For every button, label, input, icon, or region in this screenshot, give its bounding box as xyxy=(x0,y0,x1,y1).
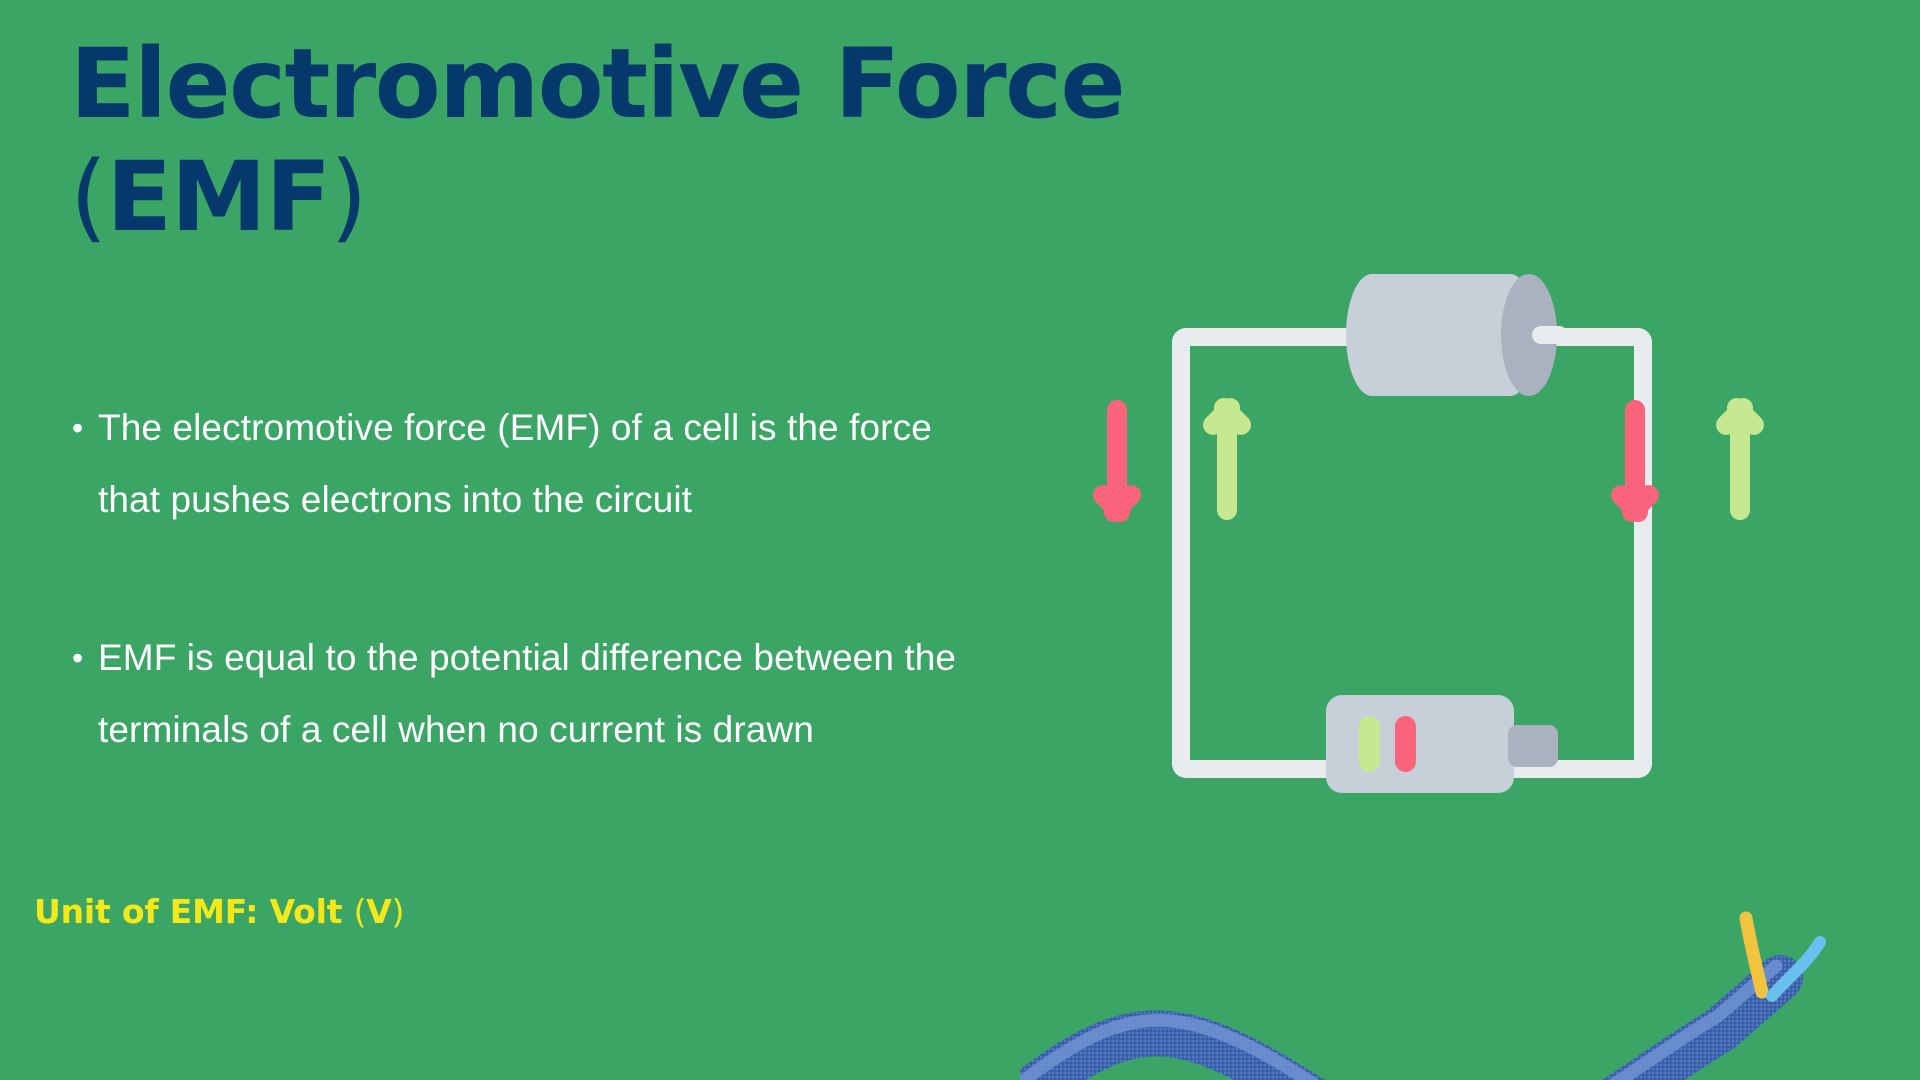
bullet-text: The electromotive force (EMF) of a cell … xyxy=(98,407,932,520)
cable-strand-yellow xyxy=(1739,911,1769,999)
unit-note-close-paren: ) xyxy=(391,892,405,931)
arrow-head xyxy=(1195,393,1259,446)
bullet-marker-icon: • xyxy=(72,640,84,676)
bullet-marker-icon: • xyxy=(72,410,84,446)
arrow-down-icon xyxy=(1085,400,1149,527)
circuit-diagram xyxy=(1088,240,1800,840)
cable-sheath xyxy=(1020,955,1803,1080)
arrow-down-icon xyxy=(1603,400,1667,527)
title-open-paren: ( xyxy=(70,141,107,254)
list-item: • The electromotive force (EMF) of a cel… xyxy=(70,392,1000,536)
resistor-lead xyxy=(1532,326,1568,344)
battery-cell-icon xyxy=(1326,695,1558,793)
resistor-component-icon xyxy=(1346,274,1568,396)
arrow-up-icon xyxy=(1708,393,1772,520)
unit-note-symbol: V xyxy=(366,892,392,931)
title-close-paren: ) xyxy=(330,141,367,254)
battery-indicator-red xyxy=(1395,716,1416,772)
cable-strand-blue xyxy=(1766,936,1826,1002)
title-line-2: (EMF) xyxy=(70,141,1290,254)
title-acronym: EMF xyxy=(106,141,331,254)
arrow-stem xyxy=(1730,424,1750,520)
arrow-head xyxy=(1603,474,1667,527)
unit-note-label: Unit of EMF: Volt xyxy=(34,892,354,931)
battery-terminal xyxy=(1508,725,1558,767)
unit-note-open-paren: ( xyxy=(353,892,367,931)
unit-note: Unit of EMF: Volt (V) xyxy=(34,892,404,931)
arrow-stem xyxy=(1217,424,1237,520)
arrow-stem xyxy=(1107,400,1127,496)
arrow-stem xyxy=(1625,400,1645,496)
list-item: • EMF is equal to the potential differen… xyxy=(70,622,1000,766)
bullet-text: EMF is equal to the potential difference… xyxy=(98,637,957,750)
arrow-up-icon xyxy=(1195,393,1259,520)
arrow-head xyxy=(1708,393,1772,446)
electrical-cable-icon xyxy=(1020,911,1826,1080)
arrow-head xyxy=(1085,474,1149,527)
battery-indicator-green xyxy=(1359,716,1380,772)
cable-highlight xyxy=(1020,959,1783,1080)
page-title: Electromotive Force (EMF) xyxy=(70,28,1290,255)
title-line-1: Electromotive Force xyxy=(70,28,1126,140)
bullet-list: • The electromotive force (EMF) of a cel… xyxy=(70,392,1000,766)
battery-body xyxy=(1326,695,1514,793)
